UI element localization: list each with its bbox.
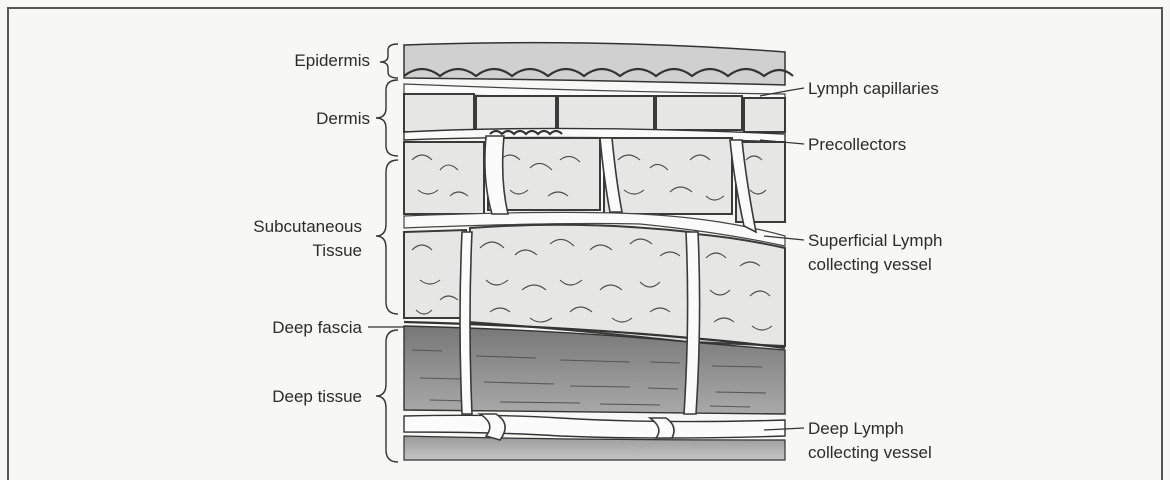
dermis-cell <box>558 96 654 130</box>
label-deep-tissue: Deep tissue <box>272 387 362 406</box>
label-deep-line2: collecting vessel <box>808 443 932 462</box>
label-epidermis: Epidermis <box>294 51 370 70</box>
deep-collecting-band <box>404 415 785 438</box>
epidermis-brace <box>380 44 398 78</box>
label-subcutaneous-line2: Tissue <box>313 241 362 260</box>
deep-tissue-brace <box>376 330 398 462</box>
fat-lobule <box>404 230 466 318</box>
dermis-cell <box>476 96 556 132</box>
dermis-cell <box>404 94 474 132</box>
fat-lobule <box>604 138 732 214</box>
label-dermis: Dermis <box>316 109 370 128</box>
label-lymph-capillaries: Lymph capillaries <box>808 79 939 98</box>
bottom-tissue <box>404 436 785 460</box>
fat-lobule <box>404 142 484 214</box>
label-deep-fascia: Deep fascia <box>272 318 362 337</box>
connecting-vessel <box>460 232 472 414</box>
label-superficial-line2: collecting vessel <box>808 255 932 274</box>
dermis-cell <box>744 98 785 132</box>
dermis-brace <box>376 80 398 156</box>
label-superficial-line1: Superficial Lymph <box>808 231 943 250</box>
label-subcutaneous-line1: Subcutaneous <box>253 217 362 236</box>
fat-lobule <box>694 234 785 346</box>
tissue-block <box>404 43 793 460</box>
subcutaneous-brace <box>376 160 398 314</box>
label-deep-line1: Deep Lymph <box>808 419 904 438</box>
epidermis-layer <box>404 43 785 85</box>
left-braces <box>368 44 404 462</box>
label-precollectors: Precollectors <box>808 135 906 154</box>
dermis-cell <box>656 96 742 130</box>
